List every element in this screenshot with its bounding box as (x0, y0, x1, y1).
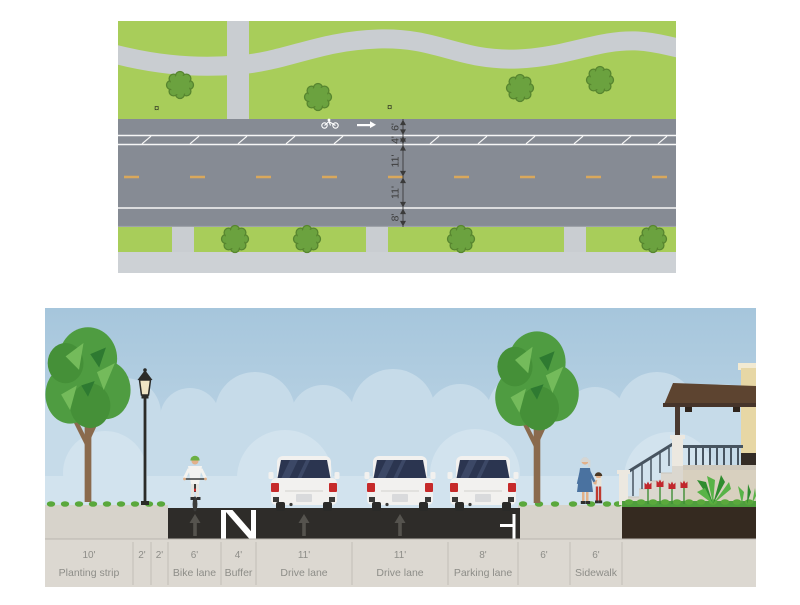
segment-width-label: 6' (592, 550, 600, 561)
tree-icon (585, 65, 615, 95)
tree-icon (165, 70, 195, 100)
stair-railing (622, 440, 677, 496)
segment-name-label: Planting strip (59, 567, 120, 579)
sidewalk-ground (518, 505, 622, 539)
segment-width-label: 10' (82, 550, 95, 561)
pedestrians (576, 457, 603, 504)
parking-tick (500, 514, 516, 539)
tree-icon (505, 73, 535, 103)
woman (576, 457, 597, 504)
segment-name-label: Bike lane (173, 567, 216, 579)
segment-width-label: 4' (235, 550, 243, 561)
child (594, 472, 603, 504)
tulips (644, 479, 688, 504)
roadway (168, 508, 520, 539)
dimension-label: 11' (390, 155, 402, 168)
plan-roadway: 6' 4' 11' 11' 8' (118, 118, 676, 227)
plan-view: ¤ ¤ (118, 21, 676, 273)
segment-width-label: 6' (540, 550, 548, 561)
street-lamp (137, 368, 153, 505)
house (617, 363, 756, 507)
tree-icon (303, 82, 333, 112)
leafy-plant (697, 475, 731, 504)
garden-plants (622, 475, 756, 507)
tree-icon (220, 224, 250, 254)
tree-icon (446, 224, 476, 254)
segment-name-label: Parking lane (454, 567, 513, 579)
dimension-label: 11' (390, 186, 402, 199)
segment-name-label: Buffer (225, 567, 253, 579)
dimension-label: 6' (390, 123, 402, 131)
ground (45, 505, 756, 539)
garden-bed (622, 505, 756, 539)
label-strip: 10' Planting strip 2' 2' 6' Bike lane 4'… (45, 538, 756, 587)
car-icon (446, 455, 520, 512)
dimension-label: 8' (390, 214, 402, 222)
dimension-line: 6' 4' 11' 11' 8' (390, 119, 406, 227)
greenbelt (118, 224, 676, 273)
segment-name-label: Sidewalk (575, 567, 618, 579)
tall-grass (738, 484, 756, 504)
segment-width-label: 2' (138, 550, 146, 561)
tree-icon (638, 224, 668, 254)
cyclist (183, 455, 207, 512)
bicycle-icon (321, 118, 339, 129)
buffer-hatching (221, 510, 256, 539)
segment-name-label: Drive lane (376, 567, 423, 579)
segment-width-label: 11' (298, 550, 310, 561)
cross-section-view: 10' Planting strip 2' 2' 6' Bike lane 4'… (45, 308, 756, 587)
segment-width-label: 2' (156, 550, 164, 561)
road-markings (189, 510, 516, 539)
stairs (617, 435, 685, 505)
park-area: ¤ ¤ (118, 21, 676, 119)
car-icon (363, 455, 437, 512)
park-path (118, 29, 676, 76)
car-icon (267, 455, 341, 512)
arrow-icon (357, 121, 376, 129)
sprinkler-icon: ¤ (387, 102, 392, 113)
segment-name-label: Drive lane (280, 567, 327, 579)
tree-icon (292, 224, 322, 254)
planting-strip-ground (45, 505, 168, 539)
porch-railing (683, 445, 743, 465)
segment-width-label: 8' (479, 550, 487, 561)
porch-roof (663, 383, 756, 407)
segment-width-label: 6' (191, 550, 199, 561)
sprinkler-icon: ¤ (154, 103, 159, 114)
segment-width-label: 11' (394, 550, 406, 561)
dimension-label: 4' (390, 136, 402, 144)
porch-post (675, 407, 680, 438)
park-path-vertical (227, 21, 249, 119)
buffer-hatching (141, 135, 668, 145)
